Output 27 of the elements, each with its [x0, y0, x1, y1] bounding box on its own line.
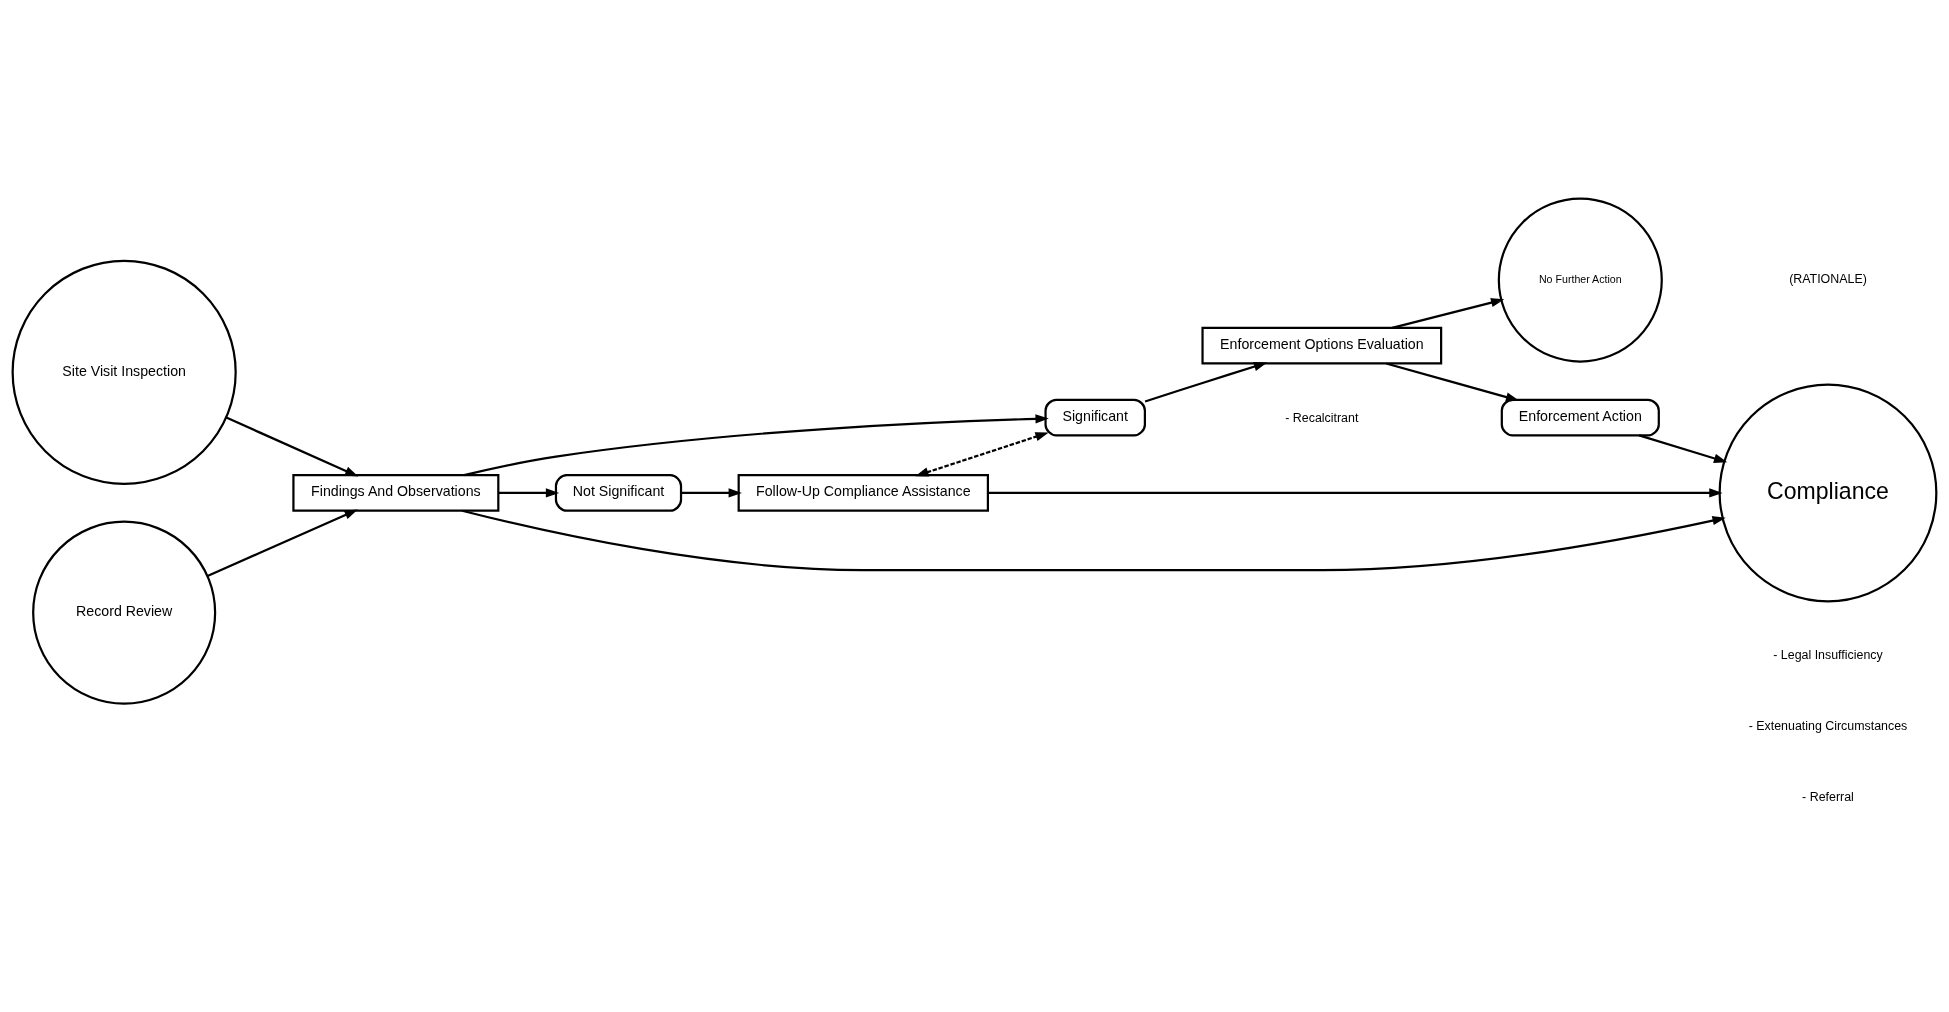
node-circle: Record Review — [32, 520, 217, 705]
node-box: Enforcement Options Evaluation — [1201, 326, 1443, 365]
label: (RATIONALE) — [1789, 271, 1867, 286]
node-circle: Compliance — [1718, 382, 1938, 602]
node-circle: No Further Action — [1497, 197, 1663, 363]
node-box: Enforcement Action — [1500, 398, 1660, 436]
node-box: Significant — [1044, 398, 1146, 436]
label: - Referral — [1802, 789, 1854, 804]
label: - Extenuating Circumstances — [1748, 718, 1908, 733]
node-circle: Site Visit Inspection — [11, 259, 237, 485]
arrow — [463, 413, 1049, 476]
label: - Recalcitrant — [1285, 410, 1359, 425]
arrow — [1638, 433, 1728, 463]
label: - Legal Insufficiency — [1773, 647, 1883, 662]
arrow — [461, 509, 1726, 571]
arrow — [207, 508, 358, 577]
arrow — [1385, 361, 1520, 402]
node-box: Findings And Observations — [292, 473, 500, 512]
arrow — [988, 487, 1723, 498]
arrow — [1391, 297, 1505, 329]
arrow — [681, 487, 742, 498]
arrow — [1144, 361, 1268, 403]
arrow — [915, 431, 1049, 476]
arrow — [225, 416, 359, 477]
node-box: Not Significant — [554, 473, 683, 512]
arrow — [498, 487, 560, 498]
node-box: Follow-Up Compliance Assistance — [737, 473, 989, 512]
